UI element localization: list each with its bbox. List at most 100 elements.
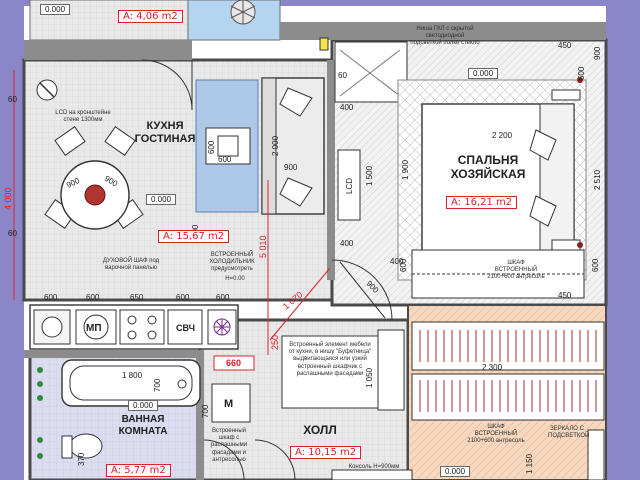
dim-k600d: 600 — [216, 293, 230, 302]
bedroom-door[interactable] — [331, 259, 393, 321]
kitchen-door[interactable] — [141, 59, 193, 111]
nightstand-top — [551, 89, 581, 101]
dim-1800: 1 800 — [122, 371, 143, 380]
note-builtin-bath: Встроенный шкаф с распашными фасадами и … — [210, 428, 248, 463]
dim-370: 370 — [77, 452, 86, 466]
dim-2510: 2 510 — [593, 169, 602, 190]
lcd-label: LCD — [345, 178, 354, 194]
hall-bench — [377, 329, 405, 411]
dim-900t1: 900 — [284, 163, 298, 172]
note-oven: ДУХОВОЙ ШАФ под варочной панелью — [102, 258, 160, 272]
room-hall-line1: ХОЛЛ — [303, 423, 337, 437]
dining-table[interactable] — [44, 126, 144, 230]
dim-k650: 650 — [130, 293, 144, 302]
toilet-icon — [61, 433, 103, 459]
dim-400b: 400 — [340, 239, 354, 248]
dim-60b: 60 — [8, 229, 17, 238]
outer-wall-left — [0, 0, 24, 480]
sink-icon — [33, 309, 71, 345]
builtin-element-box — [281, 335, 379, 409]
note-lcd-bracket: LCD на кронштейне стене 1300мм — [55, 110, 111, 124]
note-gkl-niche: Ниша ГКЛ с скрытой светодиодной подсветк… — [410, 26, 480, 47]
bath-controls-icon — [37, 367, 43, 459]
outer-wall-right — [606, 0, 640, 480]
note-h-zero: H=0.00 — [225, 276, 245, 282]
level-marker-kitchen: 0.000 — [146, 194, 177, 205]
note-wardrobe-hall: ШКАФ ВСТРОЕННЫЙ 2100+600 антресоль — [467, 424, 525, 445]
wall-bed-top — [280, 22, 606, 40]
dim-400c: 400 — [390, 257, 404, 266]
dim-450b: 450 — [558, 291, 572, 300]
dim-700b: 700 — [201, 404, 210, 418]
microwave-icon — [75, 309, 117, 345]
dim-600s2: 600 — [591, 258, 600, 272]
lcd-tv-icon — [36, 79, 58, 101]
dim-1050: 1 050 — [365, 367, 374, 388]
room-label-kitchen: КУХНЯ ГОСТИНАЯ — [130, 120, 200, 145]
h660-box — [213, 355, 255, 371]
light-switch[interactable] — [319, 37, 329, 51]
pillow-icon — [279, 87, 313, 207]
coffee-table — [205, 127, 251, 165]
wall-bath-top — [24, 350, 204, 358]
dim-5010: 5 010 — [258, 235, 268, 258]
bed-pillows-icon — [529, 129, 557, 227]
hall-door[interactable] — [254, 439, 296, 480]
area-kitchen: A: 15,67 m2 — [158, 230, 230, 243]
note-mirror: ЗЕРКАЛО С ПОДСВЕТКОЙ — [548, 426, 590, 440]
dim-1150: 1 150 — [525, 453, 534, 474]
hall-console — [331, 469, 413, 480]
faucet-icon — [177, 379, 187, 389]
washer-icon — [211, 383, 251, 423]
fridge-icon — [167, 309, 203, 345]
lcd-wall-panel — [337, 149, 361, 221]
dim-2300: 2 300 — [482, 363, 503, 372]
dim-900r: 900 — [593, 46, 602, 60]
room-bedroom-line1: СПАЛЬНЯ — [457, 153, 519, 167]
area-bedroom: A: 16,21 m2 — [446, 196, 518, 209]
nightstand-bottom — [551, 239, 581, 251]
dim-2000: 2 000 — [271, 135, 280, 156]
dim-1900: 1 900 — [401, 159, 410, 180]
room-label-bathroom: ВАННАЯ КОМНАТА — [112, 414, 174, 437]
level-marker-hall: 0.000 — [440, 466, 471, 477]
snowflake-icon — [207, 309, 237, 345]
note-console: Консоль H=900мм — [348, 464, 400, 470]
wall-kitchen-bedroom — [327, 60, 335, 280]
dim-60c: 60 — [338, 71, 347, 80]
dim-600s1: 600 — [399, 258, 408, 272]
dim-4000: 4 000 — [3, 187, 13, 210]
dim-2200: 2 200 — [492, 131, 513, 140]
microwave-label: МП — [86, 323, 102, 334]
room-bathroom-line1: ВАННАЯ — [121, 414, 165, 425]
plant-icon — [230, 0, 256, 25]
dim-line-1070 — [269, 267, 331, 341]
wall-kitchen-top — [24, 40, 192, 60]
wall-bath-right — [196, 350, 204, 480]
washer-label: M — [224, 398, 233, 410]
room-kitchen-line1: КУХНЯ — [146, 120, 184, 132]
dim-600a: 600 — [207, 140, 216, 154]
note-builtin-element: Встроенный элемент мебели от кухни, в ни… — [288, 342, 372, 377]
level-marker-balcony: 0.000 — [40, 4, 71, 15]
room-label-hall: ХОЛЛ — [300, 423, 340, 438]
hall-wardrobe-hangers — [419, 330, 597, 412]
room-bathroom-line2: КОМНАТА — [118, 425, 168, 437]
dim-450a: 450 — [558, 41, 572, 50]
level-marker-bath: 0.000 — [128, 400, 159, 411]
dim-k600c: 600 — [176, 293, 190, 302]
dim-600w: 600 — [577, 66, 586, 80]
dim-k600b: 600 — [86, 293, 100, 302]
cooktop-icon[interactable] — [119, 309, 165, 345]
bath-door[interactable] — [203, 439, 245, 480]
area-hall: A: 10,15 m2 — [290, 446, 362, 459]
area-bathroom: A: 5,77 m2 — [106, 464, 171, 477]
room-kitchen-line2: ГОСТИНАЯ — [134, 132, 196, 145]
dim-60a: 60 — [8, 95, 17, 104]
dim-k600a: 600 — [44, 293, 58, 302]
level-marker-bedroom: 0.000 — [468, 68, 499, 79]
outer-wall-top — [0, 0, 640, 6]
room-label-bedroom: СПАЛЬНЯ ХОЗЯЙСКАЯ — [438, 153, 538, 182]
dim-250: 250 — [270, 335, 280, 350]
